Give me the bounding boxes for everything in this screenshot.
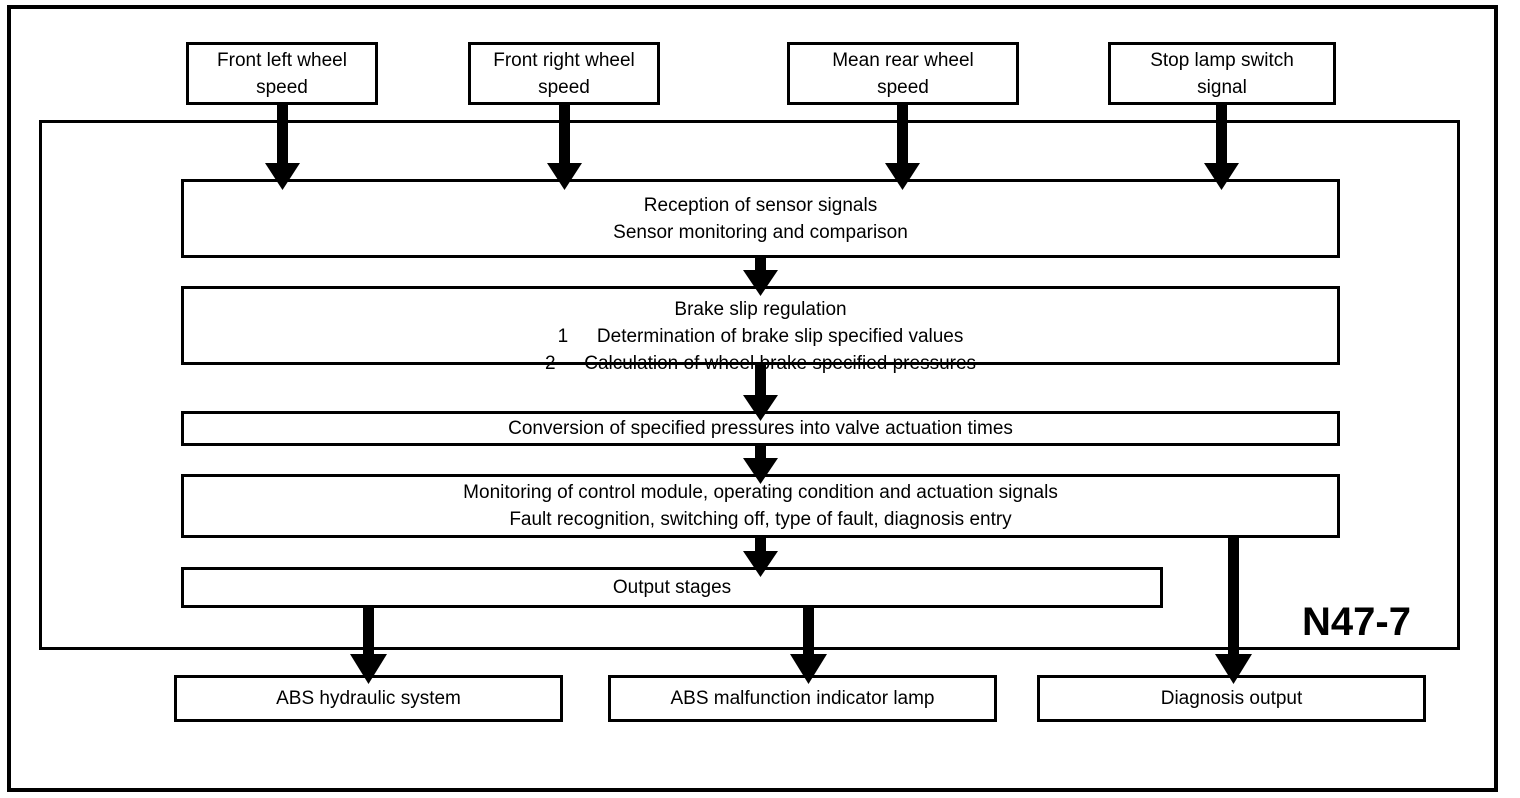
input-box-mean-rear-wheel-speed[interactable]: Mean rear wheel speed [787, 42, 1019, 105]
process-list-item-1: 1 Determination of brake slip specified … [558, 323, 964, 350]
process-block-brake-slip-regulation[interactable]: Brake slip regulation 1 Determination of… [181, 286, 1340, 374]
process-label-line2: Sensor monitoring and comparison [613, 221, 908, 243]
input-label-line1: Front right wheel [493, 49, 635, 71]
process-block-reception-of-sensor-signals[interactable]: Reception of sensor signals Sensor monit… [181, 179, 1340, 258]
process-block-monitoring-of-control-module[interactable]: Monitoring of control module, operating … [181, 474, 1340, 538]
process-label-line1: Reception of sensor signals [643, 194, 878, 216]
list-item-number: 1 [557, 326, 569, 347]
input-label-line2: signal [1197, 76, 1247, 98]
process-label-line1: Conversion of specified pressures into v… [508, 418, 1013, 439]
output-label: Diagnosis output [1160, 688, 1303, 709]
input-label-line1: Front left wheel [217, 49, 347, 71]
list-item-number: 2 [544, 353, 556, 374]
input-box-stop-lamp-switch-signal[interactable]: Stop lamp switch signal [1108, 42, 1336, 105]
input-box-front-right-wheel-speed[interactable]: Front right wheel speed [468, 42, 660, 105]
process-block-conversion-of-specified-pressures[interactable]: Conversion of specified pressures into v… [181, 411, 1340, 446]
output-label: ABS hydraulic system [276, 688, 461, 709]
input-label-line1: Stop lamp switch [1150, 49, 1294, 71]
input-label-line2: speed [877, 76, 929, 98]
input-label-line1: Mean rear wheel [832, 49, 974, 71]
control-module-boundary [39, 120, 1460, 650]
module-tag-n47-7: N47-7 [1302, 600, 1411, 644]
process-list-item-2: 2 Calculation of wheel brake specified p… [545, 350, 976, 377]
list-item-text: Determination of brake slip specified va… [596, 326, 964, 347]
output-box-abs-hydraulic-system[interactable]: ABS hydraulic system [174, 675, 563, 722]
output-box-diagnosis-output[interactable]: Diagnosis output [1037, 675, 1426, 722]
process-label-line1: Monitoring of control module, operating … [463, 482, 1058, 503]
output-box-abs-malfunction-indicator-lamp[interactable]: ABS malfunction indicator lamp [608, 675, 997, 722]
process-label-line2: Fault recognition, switching off, type o… [509, 509, 1012, 530]
process-label-line1: Brake slip regulation [674, 299, 847, 320]
output-label: ABS malfunction indicator lamp [670, 688, 935, 709]
process-label-line1: Output stages [612, 577, 732, 598]
list-item-text: Calculation of wheel brake specified pre… [584, 353, 977, 374]
process-block-output-stages[interactable]: Output stages [181, 567, 1163, 608]
input-label-line2: speed [538, 76, 590, 98]
input-box-front-left-wheel-speed[interactable]: Front left wheel speed [186, 42, 378, 105]
page-border [7, 5, 1498, 792]
input-label-line2: speed [256, 76, 308, 98]
